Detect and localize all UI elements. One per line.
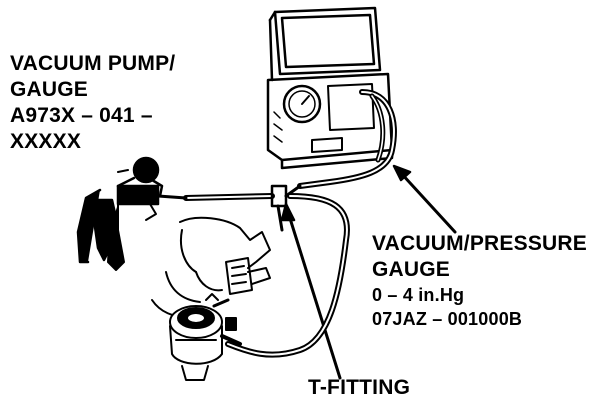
pump-label-line-2: GAUGE [10, 78, 89, 101]
vacuum-pressure-gauge-case [266, 6, 394, 170]
gauge-label-line-1: VACUUM/PRESSURE [372, 232, 587, 255]
gauge-label-range: 0 – 4 in.Hg [372, 285, 465, 305]
t-fitting [183, 184, 302, 232]
gauge-label-part-number: 07JAZ – 001000B [372, 309, 523, 329]
t-fitting-pointer-arrow [280, 202, 342, 380]
hand-vacuum-pump [76, 156, 188, 271]
gauge-label-line-2: GAUGE [372, 258, 451, 281]
valve-hose [225, 193, 350, 358]
pump-label-part-number-1: A973X – 041 – [10, 104, 153, 127]
t-fitting-label: T-FITTING [308, 376, 411, 399]
purge-valve-assembly [151, 216, 271, 381]
gauge-hose [297, 89, 397, 189]
gauge-pointer-arrow [392, 164, 457, 234]
pump-label-part-number-2: XXXXX [10, 130, 82, 153]
pump-label-line-1: VACUUM PUMP/ [10, 52, 176, 75]
